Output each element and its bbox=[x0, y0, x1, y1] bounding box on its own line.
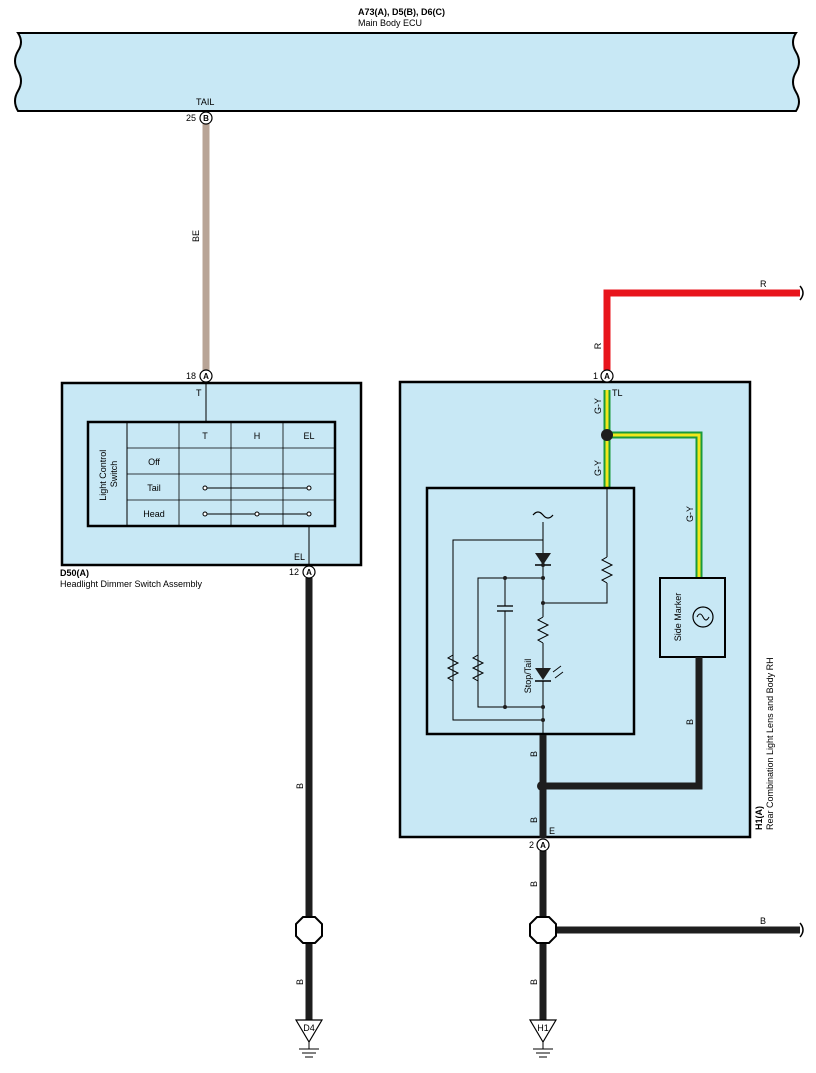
dimmer-pin-18: A 18 bbox=[186, 369, 213, 383]
switch-col-t: T bbox=[202, 431, 208, 441]
switch-row-head: Head bbox=[143, 509, 165, 519]
dimmer-bottom-pin-connector: A bbox=[306, 568, 312, 577]
wire-b-rear-label-2: B bbox=[529, 979, 539, 985]
switch-title: Light Control Switch bbox=[98, 447, 119, 501]
dimmer-pin-12: A 12 bbox=[289, 565, 316, 579]
switch-title-line2: Switch bbox=[109, 461, 119, 488]
diode-icon bbox=[535, 553, 551, 565]
rear-top-pin-number: 1 bbox=[593, 371, 598, 381]
wire-gy-label-2: G-Y bbox=[593, 460, 603, 476]
wire-b-left-label-2: B bbox=[295, 979, 305, 985]
rear-bottom-pin-connector: A bbox=[540, 841, 546, 850]
resistor-icon bbox=[600, 556, 614, 584]
wire-gy bbox=[601, 390, 703, 578]
ecu-pin-25: B 25 bbox=[186, 111, 213, 125]
ground-h1: H1 bbox=[528, 1019, 558, 1058]
rear-pin-1: A 1 bbox=[593, 369, 614, 383]
ac-symbol bbox=[532, 511, 554, 519]
wire-gy-label-3: G-Y bbox=[685, 506, 695, 522]
dimmer-switch-assembly: T EL Light Control Switch T H EL Off Tai… bbox=[60, 381, 363, 589]
rear-name: Rear Combination Light Lens and Body RH bbox=[765, 657, 775, 830]
stop-tail-label: Stop/Tail bbox=[523, 659, 533, 694]
led-icon bbox=[535, 668, 551, 680]
resistor-icon bbox=[471, 654, 485, 682]
rear-top-terminal: TL bbox=[612, 388, 623, 398]
rear-pin-2: A 2 bbox=[529, 838, 550, 852]
wire-r-label-horizontal: R bbox=[760, 279, 767, 289]
splice-left bbox=[295, 916, 323, 944]
wire-b-rear-label-1: B bbox=[529, 881, 539, 887]
wire-r bbox=[603, 289, 800, 370]
dimmer-connector-id: D50(A) bbox=[60, 568, 89, 578]
rear-connector-id: H1(A) bbox=[754, 806, 764, 830]
dimmer-bottom-terminal: EL bbox=[294, 552, 305, 562]
switch-row-off: Off bbox=[148, 457, 160, 467]
ecu-pin-connector: B bbox=[203, 114, 209, 123]
wire-r-label-vertical: R bbox=[593, 342, 603, 349]
switch-col-h: H bbox=[254, 431, 261, 441]
main-body-ecu: A73(A), D5(B), D6(C) Main Body ECU TAIL bbox=[14, 7, 800, 112]
wire-b-label-side: B bbox=[685, 719, 695, 725]
ground-right-label: H1 bbox=[537, 1023, 549, 1033]
ecu-name: Main Body ECU bbox=[358, 18, 422, 28]
dimmer-top-pin-connector: A bbox=[203, 372, 209, 381]
splice-right bbox=[529, 916, 557, 944]
light-control-switch-table: Light Control Switch T H EL Off Tail Hea… bbox=[86, 420, 337, 528]
ground-d4: D4 bbox=[294, 1019, 324, 1058]
resistor-icon bbox=[536, 616, 550, 644]
switch-row-tail: Tail bbox=[147, 483, 161, 493]
dimmer-bottom-pin-number: 12 bbox=[289, 567, 299, 577]
ecu-terminal-label: TAIL bbox=[196, 97, 214, 107]
rear-combination-light: G-Y G-Y G-Y TL Stop/Tail bbox=[398, 380, 775, 839]
ecu-pin-number: 25 bbox=[186, 113, 196, 123]
dimmer-top-terminal: T bbox=[196, 388, 202, 398]
wire-be-label: BE bbox=[191, 230, 201, 242]
rear-top-pin-connector: A bbox=[604, 372, 610, 381]
rear-bottom-pin-number: 2 bbox=[529, 840, 534, 850]
dimmer-name: Headlight Dimmer Switch Assembly bbox=[60, 579, 203, 589]
switch-title-line1: Light Control bbox=[98, 450, 108, 501]
side-marker-box: Side Marker bbox=[659, 577, 726, 658]
wire-b-label-internal-2: B bbox=[529, 817, 539, 823]
dimmer-top-pin-number: 18 bbox=[186, 371, 196, 381]
side-marker-label: Side Marker bbox=[673, 593, 683, 642]
wire-b-label-internal-1: B bbox=[529, 751, 539, 757]
wire-b-side-marker bbox=[543, 657, 703, 790]
ground-left-label: D4 bbox=[303, 1023, 315, 1033]
gy-splice-dot bbox=[601, 429, 613, 441]
rear-bottom-terminal: E bbox=[549, 826, 555, 836]
wire-b-left-label: B bbox=[295, 783, 305, 789]
wire-b-right-label: B bbox=[760, 916, 766, 926]
switch-col-el: EL bbox=[303, 431, 314, 441]
resistor-icon bbox=[446, 654, 460, 682]
stop-tail-lamp-box: Stop/Tail bbox=[425, 486, 636, 736]
ecu-connector-title: A73(A), D5(B), D6(C) bbox=[358, 7, 445, 17]
wire-gy-label-1: G-Y bbox=[593, 398, 603, 414]
